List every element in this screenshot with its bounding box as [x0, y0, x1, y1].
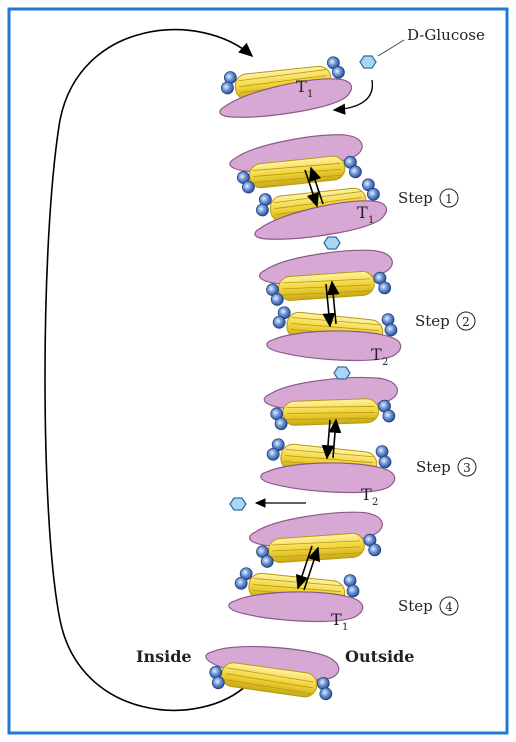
svg-text:1: 1 [307, 89, 313, 100]
svg-text:1: 1 [342, 622, 348, 633]
svg-text:1: 1 [445, 192, 453, 206]
step-3-label: Step 3 [416, 458, 476, 476]
step-4-label: Step 4 [398, 597, 458, 615]
glucose-released [230, 498, 246, 510]
step-1-label: Step 1 [398, 189, 458, 207]
svg-text:Step: Step [398, 597, 433, 615]
svg-text:T: T [357, 203, 368, 222]
svg-text:Step: Step [416, 458, 451, 476]
step-2-label: Step 2 [415, 312, 475, 330]
svg-text:Step: Step [398, 189, 433, 207]
svg-text:T: T [371, 345, 382, 364]
glucose-bound-2 [334, 367, 350, 379]
svg-text:4: 4 [445, 600, 453, 614]
svg-text:2: 2 [462, 315, 470, 329]
svg-text:1: 1 [368, 215, 374, 226]
diagram-frame [9, 9, 507, 733]
svg-text:2: 2 [382, 357, 388, 368]
glucose-label: D-Glucose [407, 26, 485, 44]
svg-text:2: 2 [372, 497, 378, 508]
svg-text:3: 3 [463, 461, 471, 475]
outside-label: Outside [345, 647, 414, 666]
svg-text:T: T [296, 77, 307, 96]
inside-label: Inside [136, 647, 192, 666]
svg-text:T: T [361, 485, 372, 504]
svg-text:T: T [331, 610, 342, 629]
glucose-outside [360, 56, 376, 68]
svg-text:Step: Step [415, 312, 450, 330]
glucose-bound-1 [324, 237, 340, 249]
